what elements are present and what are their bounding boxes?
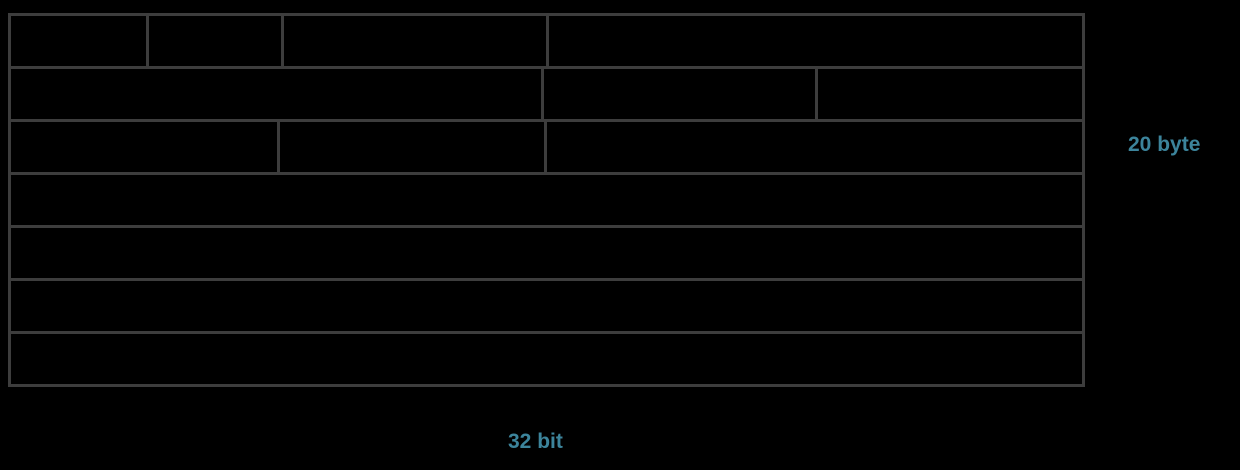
table-row-2 [11,69,1082,122]
field-cell-r2-c2 [544,69,819,119]
table-row-4 [11,175,1082,228]
bit-width-label: 32 bit [508,430,563,453]
byte-size-label: 20 byte [1128,133,1201,156]
table-row-5 [11,228,1082,281]
field-cell-r3-c2 [279,122,548,172]
table-row-1 [11,16,1082,69]
field-cell-r3-c1 [11,122,280,172]
protocol-header-table [8,13,1085,387]
table-row-7 [11,334,1082,384]
field-cell-r2-c1 [11,69,545,119]
field-cell-r5-c1 [11,228,1082,278]
field-cell-r1-c4 [548,16,1082,66]
field-cell-r4-c1 [11,175,1082,225]
table-row-6 [11,281,1082,334]
field-cell-r6-c1 [11,281,1082,331]
table-row-3 [11,122,1082,175]
field-cell-r1-c2 [149,16,284,66]
field-cell-r1-c3 [283,16,549,66]
field-cell-r3-c3 [547,122,1082,172]
field-cell-r1-c1 [11,16,150,66]
field-cell-r7-c1 [11,334,1082,384]
field-cell-r2-c3 [818,69,1082,119]
